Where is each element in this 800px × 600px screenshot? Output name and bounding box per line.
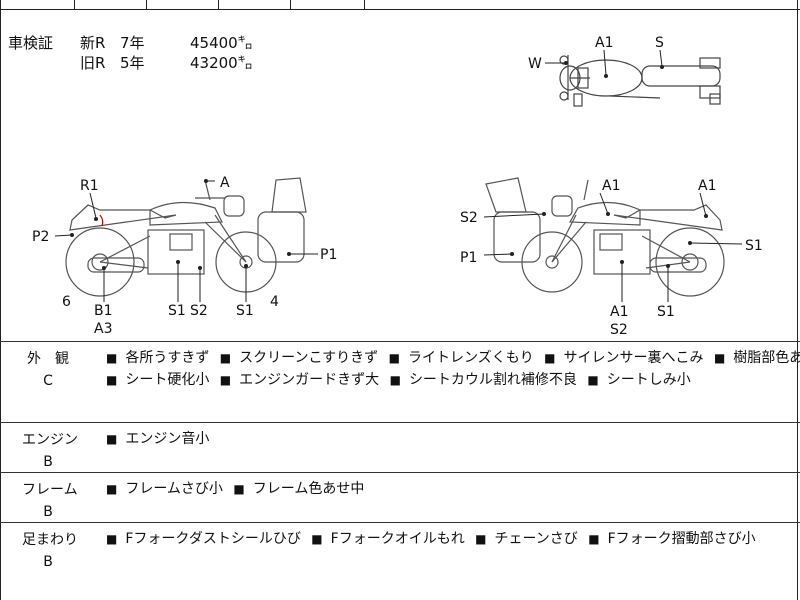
remark-item: Fフォークダストシールひび (106, 531, 301, 547)
remark-item: チェーンさび (475, 531, 578, 547)
remark-item: サイレンサー裏へこみ (544, 350, 703, 366)
remark-item: シート硬化小 (106, 372, 209, 388)
label-w: W (528, 56, 542, 72)
label-s1: S1 (168, 303, 186, 319)
motorcycle-top-view-icon (559, 55, 721, 107)
shaken-kind: 旧R (80, 54, 106, 72)
label-a1: A1 (602, 178, 620, 194)
category-grade: B (43, 504, 53, 520)
top-cell-divider (218, 0, 219, 9)
label-s: S (655, 35, 664, 51)
remark-item: 各所うすきず (106, 350, 209, 366)
label-s1: S1 (236, 303, 254, 319)
motorcycle-right-side-icon (485, 177, 725, 297)
shaken-km: 45400㌔ (190, 34, 253, 52)
category-grade: C (43, 373, 53, 389)
remark-item: Fフォークオイルもれ (311, 531, 464, 547)
label-p2: P2 (32, 229, 49, 245)
category-cell: フレーム B (22, 479, 78, 523)
remark-item: ライトレンズくもり (389, 350, 534, 366)
motorcycle-damage-diagram: W A1 S R1 A P2 (32, 35, 763, 338)
shaken-label: 車検証 (8, 34, 54, 52)
inspection-row-frame: フレーム B フレームさび小 フレーム色あせ中 (0, 472, 800, 522)
label-r1: R1 (80, 178, 99, 194)
category-grade: B (43, 454, 53, 470)
top-cell-divider (74, 0, 75, 9)
remark-item: エンジンガードきず大 (220, 372, 379, 388)
category-label: エンジン (22, 432, 78, 448)
label-s1: S1 (657, 304, 675, 320)
remarks-list: Fフォークダストシールひび Fフォークオイルもれ チェーンさび Fフォーク摺動部… (106, 528, 762, 550)
remark-item: フレームさび小 (106, 481, 223, 497)
label-p1: P1 (320, 247, 337, 263)
remark-item: シートカウル割れ補修不良 (390, 372, 577, 388)
remarks-list: エンジン音小 (106, 428, 215, 450)
label-p1: P1 (460, 250, 477, 266)
category-cell: エンジン B (22, 429, 78, 473)
label-a3: A3 (94, 321, 112, 337)
label-6: 6 (62, 294, 71, 310)
label-4: 4 (270, 294, 279, 310)
remarks-line: シート硬化小 エンジンガードきず大 シートカウル割れ補修不良 シートしみ小 (106, 369, 800, 391)
category-label: 足まわり (22, 532, 78, 548)
shaken-kind: 新R (80, 34, 106, 52)
label-s1: S1 (745, 238, 763, 254)
label-s2: S2 (610, 322, 628, 338)
shaken-km: 43200㌔ (190, 54, 253, 72)
remarks-list: 各所うすきず スクリーンこすりきず ライトレンズくもり サイレンサー裏へこみ 樹… (106, 347, 800, 391)
shaken-years: 7年 (120, 34, 145, 52)
top-table-fragment (0, 0, 800, 10)
category-label: フレーム (22, 482, 78, 498)
label-a: A (220, 175, 230, 191)
label-a1: A1 (595, 35, 613, 51)
remark-item: フレーム色あせ中 (233, 481, 364, 497)
motorcycle-left-side-icon (65, 177, 307, 297)
label-s2: S2 (460, 210, 478, 226)
inspection-row-suspension: 足まわり B Fフォークダストシールひび Fフォークオイルもれ チェーンさび F… (0, 522, 800, 600)
remark-item: Fフォーク摺動部さび小 (588, 531, 755, 547)
shaken-row-new: 新R 7年 45400㌔ (80, 33, 253, 53)
label-a1: A1 (610, 304, 628, 320)
top-cell-divider (290, 0, 291, 9)
label-b1: B1 (94, 303, 113, 319)
remark-item: 樹脂部色あせ (714, 350, 800, 366)
shaken-years: 5年 (120, 54, 145, 72)
remark-item: シートしみ小 (587, 372, 690, 388)
category-cell: 足まわり B (22, 529, 78, 573)
category-grade: B (43, 554, 53, 570)
inspection-row-engine: エンジン B エンジン音小 (0, 422, 800, 472)
inspection-row-exterior: 外 観 C 各所うすきず スクリーンこすりきず ライトレンズくもり サイレンサー… (0, 341, 800, 422)
top-cell-divider (364, 0, 365, 9)
category-cell: 外 観 C (22, 348, 74, 392)
label-s2: S2 (190, 303, 208, 319)
remark-item: エンジン音小 (106, 431, 209, 447)
category-label: 外 観 (27, 351, 69, 367)
shaken-row-old: 旧R 5年 43200㌔ (80, 53, 253, 73)
remarks-line: 各所うすきず スクリーンこすりきず ライトレンズくもり サイレンサー裏へこみ 樹… (106, 347, 800, 369)
remarks-list: フレームさび小 フレーム色あせ中 (106, 478, 370, 500)
label-a1: A1 (698, 178, 716, 194)
remark-item: スクリーンこすりきず (220, 350, 378, 366)
top-cell-divider (146, 0, 147, 9)
